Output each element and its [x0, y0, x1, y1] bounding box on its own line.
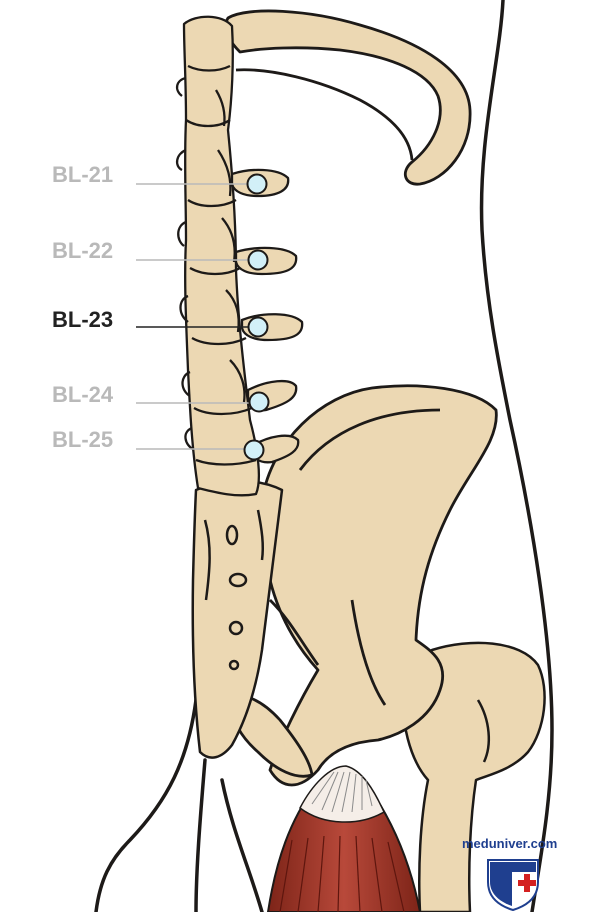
body-contour	[94, 0, 554, 912]
acupoint-marker[interactable]	[243, 439, 265, 461]
acupoint-marker[interactable]	[247, 316, 269, 338]
sacrum	[191, 479, 284, 759]
acupoint-marker[interactable]	[246, 173, 268, 195]
acupoint-bl-25[interactable]: BL-25	[52, 427, 265, 461]
pelvis	[230, 384, 498, 787]
acupoint-label: BL-24	[52, 382, 114, 407]
acupoint-label: BL-25	[52, 427, 113, 452]
acupoint-bl-23[interactable]: BL-23	[52, 307, 269, 338]
acupoint-label: BL-22	[52, 238, 113, 263]
acupoint-marker[interactable]	[248, 391, 270, 413]
acupoint-bl-21[interactable]: BL-21	[52, 162, 268, 195]
acupoint-label: BL-21	[52, 162, 113, 187]
gluteal-muscle	[266, 765, 422, 912]
shield-cross-icon	[487, 859, 539, 912]
acupoint-bl-22[interactable]: BL-22	[52, 238, 269, 271]
acupoint-label: BL-23	[52, 307, 113, 332]
acupoint-bl-24[interactable]: BL-24	[52, 382, 270, 413]
watermark: meduniver.com	[462, 836, 557, 912]
rib	[224, 9, 472, 186]
watermark-text: meduniver.com	[462, 836, 557, 851]
lumbar-spine	[175, 15, 261, 497]
acupoint-marker[interactable]	[247, 249, 269, 271]
